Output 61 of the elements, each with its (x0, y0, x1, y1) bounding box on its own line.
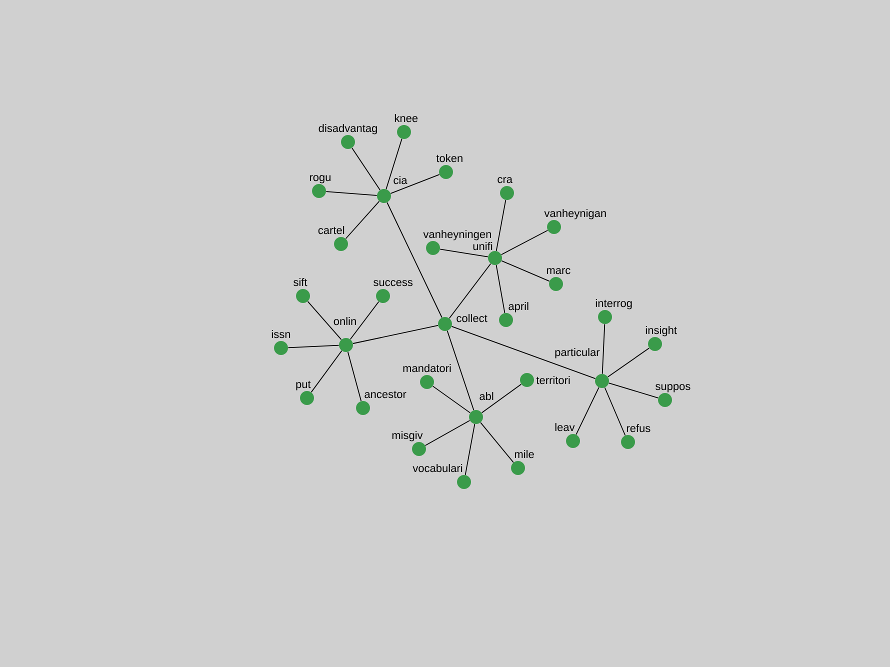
edge-line (386, 138, 402, 190)
node-label: vanheyningen (423, 230, 491, 240)
edge-line (352, 148, 380, 190)
edge-line (481, 384, 522, 414)
edge-line (500, 230, 548, 256)
node-label: mile (514, 450, 534, 458)
node-label: issn (272, 330, 290, 338)
edge-line (326, 191, 378, 196)
node-label: cia (394, 176, 408, 184)
edge-line (607, 348, 650, 378)
edge-line (345, 200, 380, 240)
node-label: token (436, 154, 462, 162)
node-label: put (296, 380, 311, 390)
edge-line (440, 248, 488, 258)
edge-line (464, 424, 476, 476)
node-label: suppos (656, 384, 690, 392)
edge-line (602, 324, 606, 374)
node-label: onlin (334, 317, 356, 326)
edge-line (496, 200, 506, 252)
edge-line (496, 264, 506, 314)
edge-line (350, 301, 380, 340)
node-label: marc (546, 268, 570, 274)
node-label: knee (394, 114, 418, 122)
node-label: sift (294, 278, 308, 286)
node-label: mandatori (403, 364, 451, 372)
edge-line (288, 344, 340, 348)
edge-line (446, 330, 474, 411)
node-label: disadvantag (318, 124, 377, 134)
node-label: rogu (310, 175, 330, 184)
edge-line (480, 422, 514, 463)
edge-line (390, 174, 440, 194)
edge-line (604, 387, 626, 436)
node-label: cartel (318, 226, 344, 234)
edge-line (576, 387, 600, 435)
node-label: april (508, 302, 528, 312)
edge-line (386, 202, 442, 318)
node-label: success (374, 280, 413, 286)
edge-line (310, 350, 342, 393)
node-label: misgiv (392, 431, 423, 442)
edge-line (432, 386, 471, 414)
node-label: unifi (473, 242, 492, 250)
node-label: interrog (596, 299, 632, 310)
node-label: territori (536, 376, 570, 384)
node-label: leav (555, 423, 575, 432)
node-label: particular (555, 348, 600, 358)
node-label: cra (498, 177, 512, 184)
node-label: refus (626, 424, 650, 432)
edge-line (451, 326, 596, 379)
edge-line (307, 300, 342, 340)
node-label: insight (646, 326, 677, 336)
node-label: collect (456, 314, 488, 322)
node-label: ancestor (364, 390, 406, 398)
node-label: vanheynigan (544, 209, 606, 220)
node-label: abl (480, 392, 494, 400)
edge-line (608, 382, 659, 398)
node-label: vocabulari (412, 464, 462, 472)
edge-line (448, 263, 492, 319)
edge-line (501, 260, 550, 282)
edge-line (424, 420, 470, 446)
edge-line (347, 352, 362, 402)
edge-line (352, 325, 438, 344)
